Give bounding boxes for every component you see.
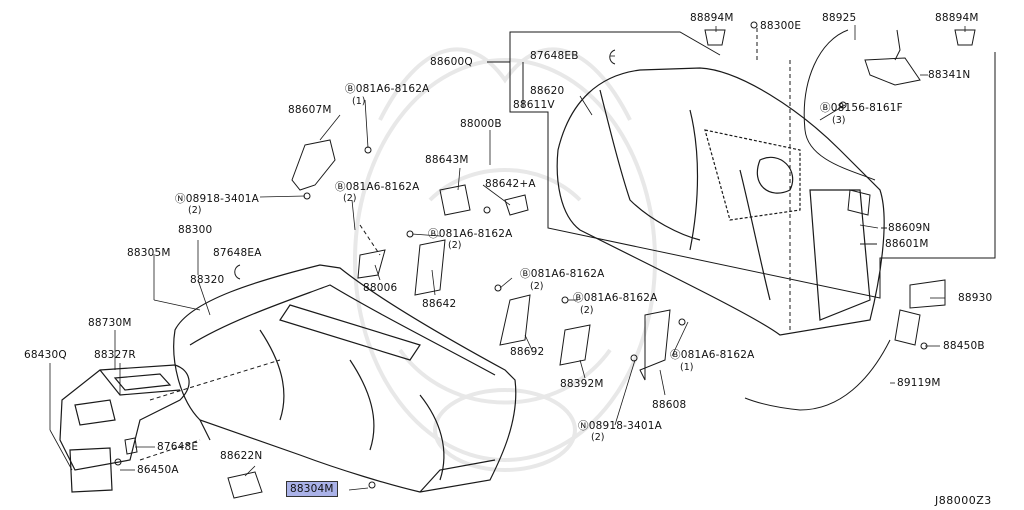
part-88392M: 88392M [560,378,604,390]
part-08156-qty: (3) [832,115,846,126]
part-08918-b: Ⓝ08918-3401A [578,420,662,432]
part-88600Q: 88600Q [430,56,473,68]
watermark-emblem [353,47,657,472]
part-88894M-left: 88894M [690,12,734,24]
part-08918-b-qty: (2) [591,432,605,443]
part-081A6-e: Ⓑ081A6-8162A [573,292,658,304]
seatback-bracket-lines [487,31,996,299]
part-88643M: 88643M [425,154,469,166]
part-88608: 88608 [652,399,687,411]
part-88611V: 88611V [513,99,555,111]
part-88692: 88692 [510,346,545,358]
alignment-dashes [139,28,791,461]
part-08156-8161F: Ⓑ08156-8161F [820,102,903,114]
part-081A6-c: Ⓑ081A6-8162A [428,228,513,240]
part-081A6-b-qty: (2) [343,193,357,204]
part-88642A: 88642+A [485,178,536,190]
small-parts [114,21,976,499]
cables [744,29,901,411]
part-88620: 88620 [530,85,565,97]
part-87648EA: 87648EA [213,247,262,259]
part-88305M: 88305M [127,247,171,259]
part-88925: 88925 [822,12,857,24]
part-88609N: 88609N [888,222,931,234]
part-88300: 88300 [178,224,213,236]
leader-lines [49,25,966,491]
part-87648EB: 87648EB [530,50,579,62]
part-86450A: 86450A [137,464,179,476]
part-081A6-d-qty: (2) [530,281,544,292]
part-88000B: 88000B [460,118,502,130]
part-081A6-f: Ⓑ081A6-8162A [670,349,755,361]
part-88320: 88320 [190,274,225,286]
seat-cushion [173,264,517,493]
part-081A6-b: Ⓑ081A6-8162A [335,181,420,193]
part-081A6-a-qty: (1) [352,96,366,107]
part-88894M-right: 88894M [935,12,979,24]
part-88642: 88642 [422,298,457,310]
diagram-code: J88000Z3 [935,494,992,507]
part-88730M: 88730M [88,317,132,329]
part-88607M: 88607M [288,104,332,116]
part-081A6-f-qty: (1) [680,362,694,373]
part-88622N: 88622N [220,450,263,462]
part-88341N: 88341N [928,69,971,81]
part-88006: 88006 [363,282,398,294]
part-88304M-highlighted[interactable]: 88304M [286,481,338,497]
part-081A6-d: Ⓑ081A6-8162A [520,268,605,280]
part-081A6-e-qty: (2) [580,305,594,316]
part-08918-a: Ⓝ08918-3401A [175,193,259,205]
part-88450B: 88450B [943,340,985,352]
part-88601M: 88601M [885,238,929,250]
part-081A6-c-qty: (2) [448,240,462,251]
part-89119M: 89119M [897,377,941,389]
part-88930: 88930 [958,292,993,304]
part-87648E: 87648E [157,441,199,453]
part-08918-a-qty: (2) [188,205,202,216]
part-88327R: 88327R [94,349,136,361]
part-88300E: 88300E [760,20,802,32]
part-081A6-a: Ⓑ081A6-8162A [345,83,430,95]
part-68430Q: 68430Q [24,349,67,361]
